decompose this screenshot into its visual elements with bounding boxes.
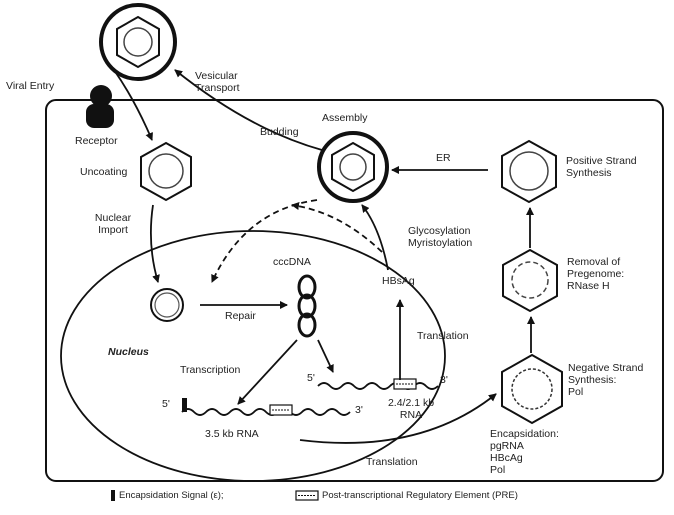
negative-strand-label: Negative Strand Synthesis: Pol — [568, 362, 644, 398]
legend-encapsidation-signal: Encapsidation Signal (ε); — [119, 490, 224, 501]
five-prime-left: 5' — [162, 398, 170, 410]
budding-label: Budding — [260, 126, 299, 138]
glycosylation-label: Glycosylation Myristoylation — [408, 225, 473, 249]
receptor-label: Receptor — [75, 135, 118, 147]
assembly-label: Assembly — [322, 112, 368, 124]
five-prime-right: 5' — [307, 372, 315, 384]
assembly-virion — [317, 131, 389, 203]
positive-strand-label: Positive Strand Synthesis — [566, 155, 637, 179]
pregenome-removal-capsid — [502, 248, 558, 313]
cccdna-supercoil — [297, 274, 317, 338]
cell-membrane — [45, 99, 664, 482]
legend-pre: Post-transcriptional Regulatory Element … — [322, 490, 518, 501]
translation-right-label: Translation — [417, 330, 469, 342]
receptor-icon — [86, 85, 114, 128]
rna-35-strand — [181, 408, 351, 416]
transcription-label: Transcription — [180, 364, 241, 376]
pathway-arrows — [113, 69, 535, 444]
encapsidation-signal-icon — [182, 398, 187, 412]
nucleus-label: Nucleus — [108, 346, 149, 358]
nuclear-import-label: Nuclear Import — [94, 212, 132, 236]
removal-pregenome-label: Removal of Pregenome: RNase H — [567, 256, 625, 292]
uncoating-capsid — [140, 141, 192, 202]
translation-bottom-label: Translation — [366, 456, 418, 468]
uncoating-label: Uncoating — [80, 166, 128, 178]
positive-strand-capsid — [501, 139, 557, 204]
encapsidation-label: Encapsidation: pgRNA HBcAg Pol — [490, 428, 559, 476]
rcdna-circle — [150, 288, 184, 322]
rna-35-label: 3.5 kb RNA — [205, 428, 259, 440]
viral-entry-label: Viral Entry — [6, 80, 55, 92]
rna-24-strand — [317, 382, 439, 390]
er-label: ER — [436, 152, 451, 164]
nucleus-outline — [60, 230, 446, 482]
released-virion — [99, 3, 177, 81]
negative-strand-capsid — [501, 353, 563, 425]
hbsag-label: HBsAg — [382, 275, 415, 287]
three-prime-left: 3' — [355, 404, 363, 416]
repair-label: Repair — [225, 310, 256, 322]
vesicular-transport-label: Vesicular Transport — [195, 70, 240, 94]
three-prime-right: 3' — [440, 374, 448, 386]
dashed-recycling-arrows — [211, 199, 383, 283]
legend-signal-icon — [111, 490, 115, 501]
rna-24-label: 2.4/2.1 kb RNA — [387, 397, 435, 421]
cccdna-label: cccDNA — [273, 256, 311, 268]
